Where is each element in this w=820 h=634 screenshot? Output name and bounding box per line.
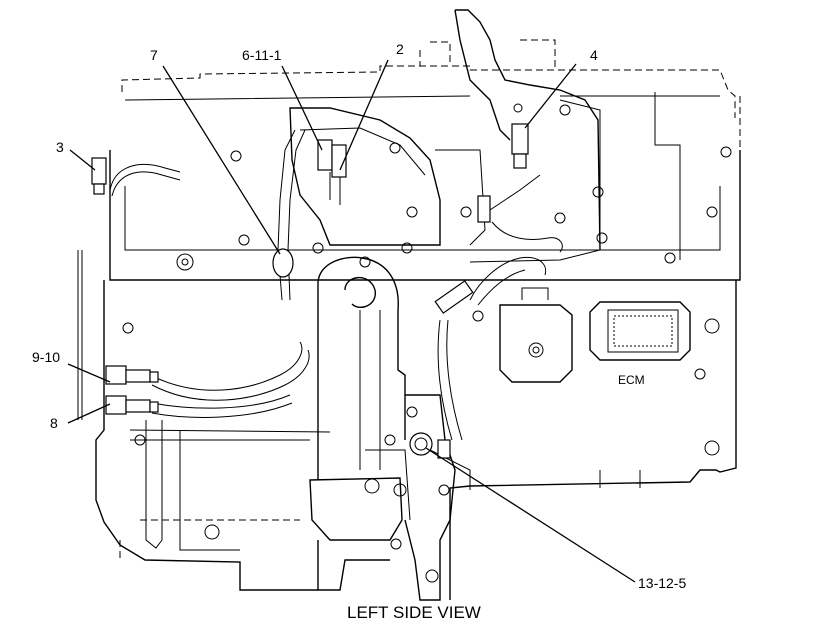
callout-13-12-5: 13-12-5 [638, 575, 686, 591]
engine-block-outline [95, 39, 741, 600]
callout-3: 3 [56, 139, 64, 155]
callout-6-11-1: 6-11-1 [242, 47, 282, 63]
intake-pipe [309, 256, 406, 591]
wiring-harness [109, 129, 563, 441]
leader-3 [69, 149, 96, 171]
leader-9-10 [67, 363, 111, 383]
upper-housing [289, 9, 601, 251]
mounting-bolts [122, 103, 732, 583]
callout-2: 2 [396, 41, 404, 57]
leader-2 [339, 59, 389, 171]
ecm-module: ECM [589, 301, 691, 387]
leader-6-11-1 [281, 65, 323, 151]
ecm-label: ECM [618, 373, 645, 387]
lower-bracket [365, 394, 471, 601]
leader-4 [524, 63, 577, 129]
leader-lines [67, 59, 636, 583]
leader-7 [162, 65, 281, 255]
fuel-line [77, 250, 163, 549]
callout-9-10: 9-10 [32, 349, 60, 365]
callout-7: 7 [150, 47, 158, 63]
view-caption: LEFT SIDE VIEW [347, 603, 481, 622]
callout-4: 4 [590, 47, 598, 63]
leader-13-12-5 [425, 447, 636, 583]
callout-labels: 7 6-11-1 2 4 3 9-10 8 13-12-5 [32, 41, 686, 591]
leader-8 [67, 403, 111, 424]
callout-8: 8 [50, 415, 58, 431]
sensor-bracket-plate [499, 287, 573, 383]
sensor-connectors [91, 123, 529, 459]
